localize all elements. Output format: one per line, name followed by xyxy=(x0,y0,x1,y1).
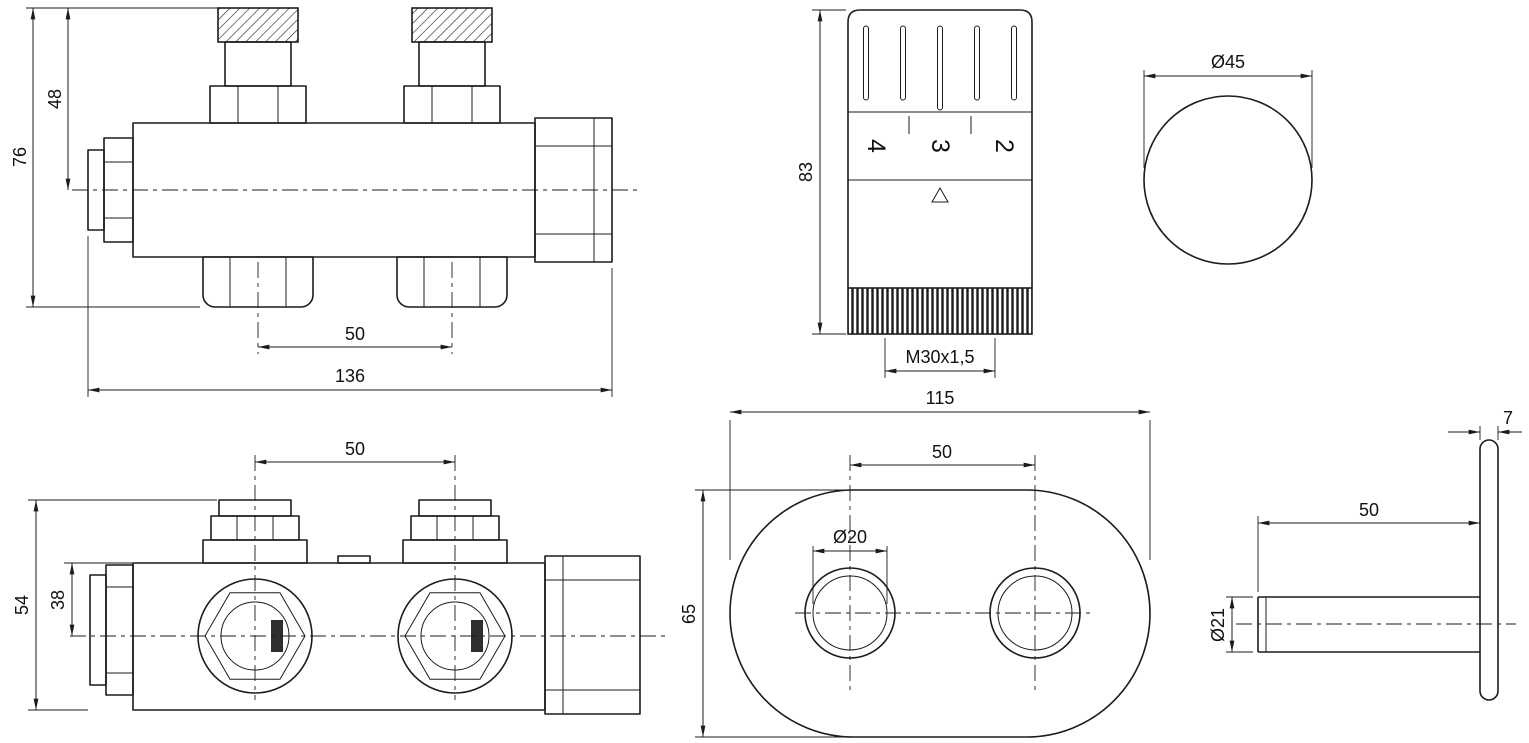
dim-valve-front-overall-height: 54 xyxy=(12,499,217,711)
dim-label-thread: M30x1,5 xyxy=(905,347,974,367)
dim-label-48: 48 xyxy=(45,89,65,109)
dim-label-50-front: 50 xyxy=(345,439,365,459)
dim-head-height: 83 xyxy=(796,9,846,335)
dim-rosette-side-thickness: 7 xyxy=(1448,408,1522,440)
dim-label-d21: Ø21 xyxy=(1208,608,1228,642)
dim-valve-front-port-spacing: 50 xyxy=(255,439,455,465)
setting-indicator-triangle xyxy=(931,186,949,203)
dim-label-76: 76 xyxy=(10,147,30,167)
rosette-side-pipe xyxy=(1257,596,1480,653)
valve-top-stem-left xyxy=(209,7,307,124)
valve-front-left-plug xyxy=(89,564,134,696)
valve-bottom-nut-right xyxy=(396,256,508,308)
dim-label-54: 54 xyxy=(12,595,32,615)
dim-label-d20: Ø20 xyxy=(833,527,867,547)
valve-top-stem-right xyxy=(403,7,501,124)
head-grip-slots xyxy=(863,25,1017,111)
scale-mark-4: 4 xyxy=(862,139,890,153)
rosette-plate xyxy=(729,489,1151,738)
valve-front-body xyxy=(132,562,546,711)
body-top-nub xyxy=(337,555,371,564)
dim-label-115: 115 xyxy=(926,388,955,408)
dim-valve-side-overall-height: 76 xyxy=(10,7,218,308)
valve-bottom-nut-left xyxy=(202,256,314,308)
valve-front-view: 50 38 54 xyxy=(12,439,668,715)
dim-label-83: 83 xyxy=(796,162,816,182)
dim-valve-side-overall-length: 136 xyxy=(87,236,613,397)
dim-head-top-diameter-group: Ø45 xyxy=(1143,52,1313,168)
dim-label-d45: Ø45 xyxy=(1211,52,1245,72)
scale-mark-2: 2 xyxy=(990,139,1018,153)
scale-mark-3: 3 xyxy=(926,139,954,153)
dim-head-thread: M30x1,5 xyxy=(884,338,996,378)
dim-label-38: 38 xyxy=(48,590,68,610)
hex-bore-shadow xyxy=(471,620,483,652)
hex-bore-shadow xyxy=(271,620,283,652)
rosette-side-view: 7 50 Ø21 xyxy=(1208,408,1522,701)
dim-rosette-width: 115 xyxy=(729,388,1151,560)
head-body xyxy=(847,9,1033,288)
dim-label-136: 136 xyxy=(335,366,365,386)
head-knurled-ring xyxy=(847,287,1033,335)
valve-front-right-union-nut xyxy=(544,555,641,715)
head-top-circle xyxy=(1143,95,1313,265)
dim-valve-side-stem-height: 48 xyxy=(45,8,71,190)
dim-valve-front-stem-height: 38 xyxy=(48,562,133,636)
dim-rosette-hole-diameter: Ø20 xyxy=(812,527,888,604)
dim-rosette-side-pipe-diameter: Ø21 xyxy=(1208,596,1253,653)
dim-rosette-height: 65 xyxy=(679,489,860,738)
head-top-view: Ø45 xyxy=(1143,52,1313,265)
dim-label-50-ports: 50 xyxy=(345,324,365,344)
dim-label-50-rosette: 50 xyxy=(932,442,952,462)
dim-label-65: 65 xyxy=(679,604,699,624)
dim-rosette-side-length: 50 xyxy=(1257,500,1480,592)
rosette-front-view: 115 50 Ø20 65 xyxy=(679,388,1151,738)
dim-rosette-hole-spacing: 50 xyxy=(850,442,1035,468)
rosette-side-plate xyxy=(1479,439,1499,701)
dim-label-7: 7 xyxy=(1503,408,1513,428)
thermostatic-head-view: 4 3 2 83 M30x1,5 xyxy=(796,9,1033,378)
dim-valve-side-port-spacing: 50 xyxy=(258,324,452,350)
dim-label-50-side: 50 xyxy=(1359,500,1379,520)
valve-side-view: 76 48 50 136 xyxy=(10,7,640,397)
